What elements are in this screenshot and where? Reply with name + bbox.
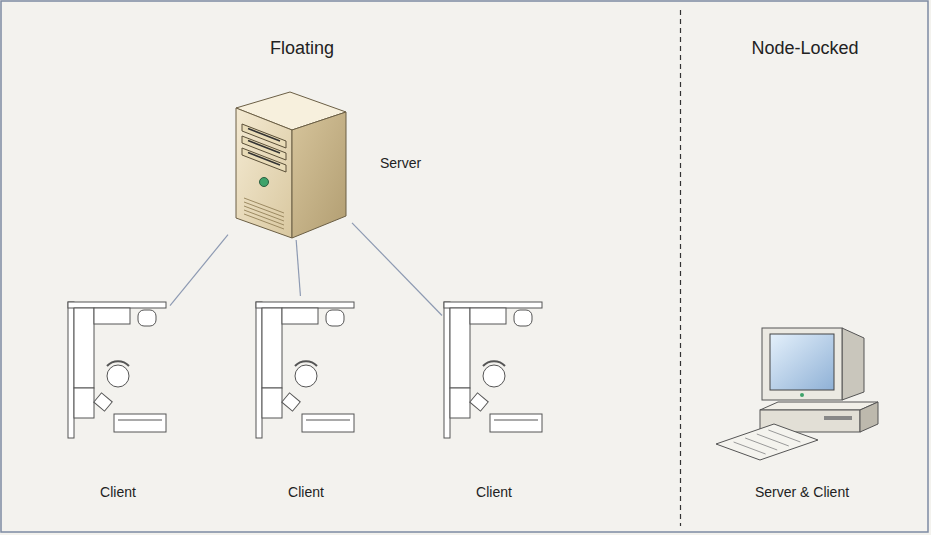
desk [74,308,94,388]
network-link [296,240,300,296]
monitor-led [800,393,804,397]
vent-line [244,202,284,217]
bay-slot [248,129,280,142]
side-chair [138,310,156,326]
key-row [768,430,800,442]
side-chair [326,310,344,326]
pc-icon [712,326,892,464]
heading-slot: Floating [270,37,334,59]
server-icon [228,78,352,240]
desk-edge [118,420,162,421]
client-icon [254,296,358,442]
file-cabinet [74,388,94,418]
partition-wall [68,302,74,438]
client-icon [66,296,170,442]
vent-line [244,198,284,213]
desk [114,414,166,432]
chair-back [107,361,129,366]
drive-slot [824,416,852,420]
monitor-bezel [762,328,842,400]
label-slot: Client [288,483,324,501]
desk [470,308,506,324]
desk [450,308,470,388]
partition-wall [444,302,450,438]
file-cabinet [450,388,470,418]
guest-chair [282,393,300,411]
node-label: Server [380,154,421,172]
desk [302,414,354,432]
guest-chair [94,393,112,411]
vent-line [244,210,284,225]
bay-slot [248,153,280,166]
desk [262,308,282,388]
chair-back [483,361,505,366]
desk [282,308,318,324]
server-side [292,112,346,238]
case-top [760,402,878,410]
client-icon [442,296,546,442]
power-led [260,178,269,187]
office-chair [107,365,129,387]
monitor-back [842,328,864,400]
guest-chair [470,393,488,411]
heading-slot: Node-Locked [751,37,858,59]
client-node: Client [442,296,546,442]
case-side [860,402,878,432]
desk-edge [494,420,538,421]
vent-line [244,206,284,221]
node-label: Client [476,483,512,501]
desk [94,308,130,324]
label-slot: Server [380,154,421,172]
desk [490,414,542,432]
node-label: Client [100,483,136,501]
partition-wall [256,302,262,438]
node-label: Client [288,483,324,501]
side-chair [514,310,532,326]
label-slot: Client [476,483,512,501]
desk-edge [306,420,350,421]
network-link [352,223,442,316]
partition-wall [68,302,166,308]
partition-wall [444,302,542,308]
office-chair [295,365,317,387]
drive-bay [242,148,286,172]
client-node: Client [254,296,358,442]
server-node: Server [228,78,352,240]
office-chair [483,365,505,387]
file-cabinet [262,388,282,418]
label-slot: Client [100,483,136,501]
label-slot: Server & Client [755,483,849,501]
workstation-node: Server & Client [712,326,892,464]
chair-back [295,361,317,366]
keyboard [716,424,818,460]
panel-heading: Node-Locked [751,37,858,59]
client-node: Client [66,296,170,442]
bay-slot [248,141,280,154]
panel-heading: Floating [270,37,334,59]
partition-wall [256,302,354,308]
monitor-screen [770,334,834,390]
vent-line [244,214,284,229]
network-link [170,235,228,306]
node-label: Server & Client [755,483,849,501]
divider [680,10,681,526]
server-front [236,108,292,238]
